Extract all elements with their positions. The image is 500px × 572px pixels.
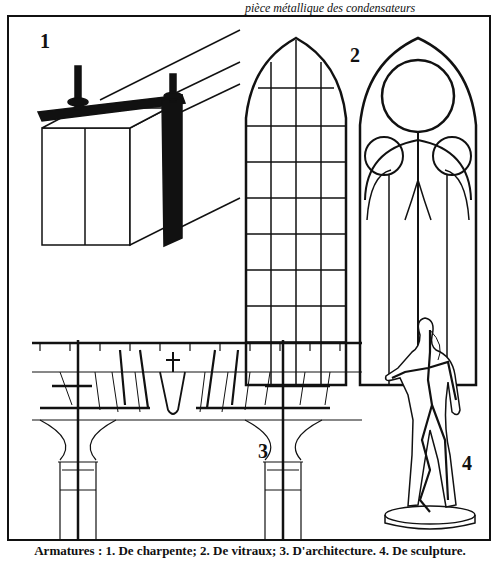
architecture [32, 340, 362, 540]
caption: Armatures : 1. De charpente; 2. De vitra… [30, 543, 470, 559]
header-fragment: pièce métallique des condensateurs [245, 1, 415, 16]
callout-number: 1 [40, 30, 50, 53]
sculpture [385, 318, 475, 529]
callout-number: 4 [462, 452, 472, 475]
callout-number: 3 [258, 440, 268, 463]
charpente [38, 30, 240, 246]
vitrail-grille [246, 38, 346, 385]
callout-number: 2 [350, 44, 360, 67]
vitrail-rosace [360, 38, 476, 385]
